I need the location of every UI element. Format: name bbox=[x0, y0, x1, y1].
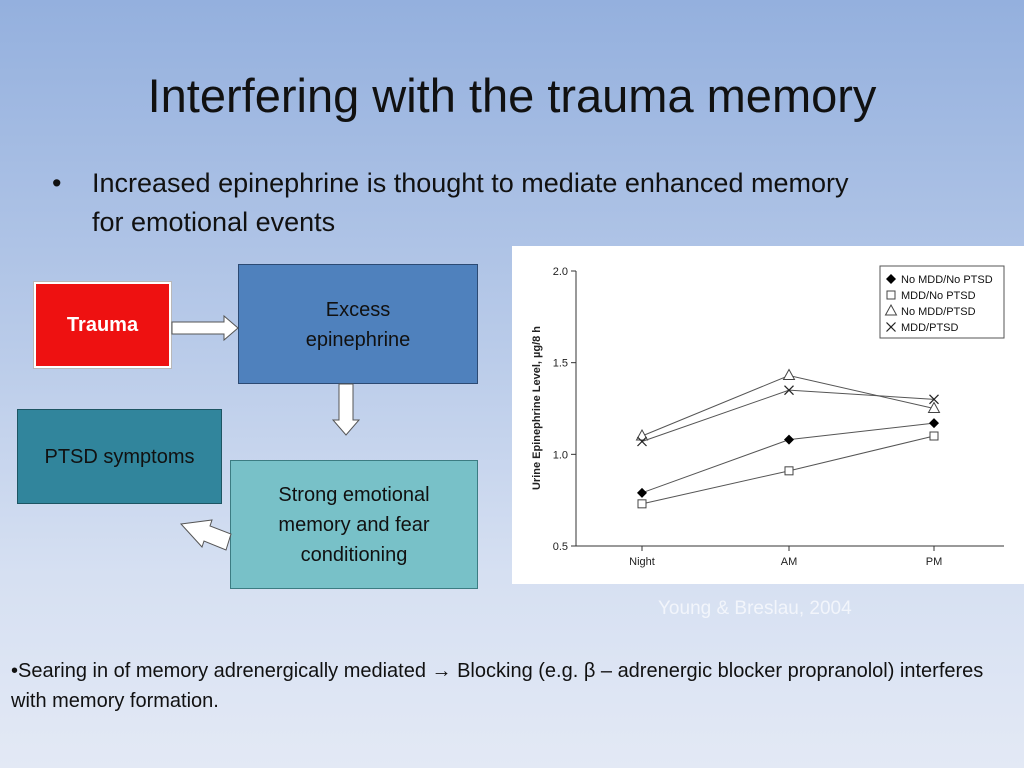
legend-marker-2 bbox=[886, 290, 896, 300]
legend-marker-4 bbox=[886, 322, 896, 332]
trauma-label: Trauma bbox=[66, 314, 139, 336]
legend-entry-1: No MDD/No PTSD bbox=[901, 274, 993, 286]
y-tick-label: 0.5 bbox=[553, 541, 568, 553]
ptsd-symptoms-label: PTSD symptoms bbox=[44, 445, 195, 468]
arrow-up-left-icon bbox=[179, 519, 232, 551]
series-1-point bbox=[929, 418, 939, 429]
x-tick-label: Night bbox=[629, 556, 655, 568]
ptsd-symptoms-box: PTSD symptoms bbox=[17, 409, 222, 504]
series-4-point bbox=[929, 394, 939, 405]
bottom-note: •Searing in of memory adrenergically med… bbox=[11, 660, 984, 712]
series-4-point bbox=[637, 436, 647, 447]
legend-entry-3: No MDD/PTSD bbox=[901, 306, 976, 318]
excess-epinephrine-label: Excess epinephrine bbox=[305, 299, 411, 351]
legend-marker-4-stroke-b bbox=[886, 322, 896, 332]
series-1-point bbox=[784, 434, 794, 445]
series-line-1 bbox=[641, 422, 935, 494]
y-tick-label: 1.0 bbox=[553, 449, 568, 461]
legend-marker-1 bbox=[886, 274, 896, 284]
strong-emotional-memory-label: Strong emotional memory and fear conditi… bbox=[278, 483, 430, 566]
series-2-point bbox=[637, 499, 647, 509]
series-4-point-stroke-b bbox=[637, 436, 647, 447]
series-3-point bbox=[635, 428, 649, 441]
legend-marker-3 bbox=[884, 303, 898, 316]
slide-title: Interfering with the trauma memory bbox=[147, 69, 877, 122]
series-4-point bbox=[784, 385, 794, 396]
arrow-right-icon bbox=[171, 314, 239, 342]
series-4-point-stroke-b bbox=[784, 385, 794, 396]
citation: Young & Breslau, 2004 bbox=[658, 598, 852, 619]
legend-entry-2: MDD/No PTSD bbox=[901, 290, 976, 302]
legend-entry-4: MDD/PTSD bbox=[901, 322, 959, 334]
y-axis-label: Urine Epinephrine Level, µg/8 h bbox=[531, 326, 543, 490]
series-line-3 bbox=[641, 374, 935, 437]
series-3-point bbox=[782, 368, 796, 380]
y-tick-label: 1.5 bbox=[553, 358, 568, 370]
series-2-point bbox=[929, 431, 939, 441]
series-line-4 bbox=[641, 389, 935, 442]
x-tick-label: AM bbox=[781, 556, 798, 568]
legend-box bbox=[879, 265, 1005, 339]
bullet-text: Increased epinephrine is thought to medi… bbox=[92, 168, 849, 237]
series-2-point bbox=[784, 466, 794, 476]
excess-epinephrine-box: Excess epinephrine bbox=[238, 264, 478, 384]
trauma-box: Trauma bbox=[33, 281, 172, 369]
series-4-point-stroke-b bbox=[929, 394, 939, 405]
bullet-marker: • bbox=[52, 168, 62, 198]
series-3-point bbox=[927, 401, 941, 413]
strong-emotional-memory-box: Strong emotional memory and fear conditi… bbox=[230, 460, 478, 589]
series-1-point bbox=[637, 487, 647, 498]
arrow-down-icon bbox=[331, 383, 361, 436]
y-tick-label: 2.0 bbox=[553, 266, 568, 278]
x-tick-label: PM bbox=[926, 556, 943, 568]
